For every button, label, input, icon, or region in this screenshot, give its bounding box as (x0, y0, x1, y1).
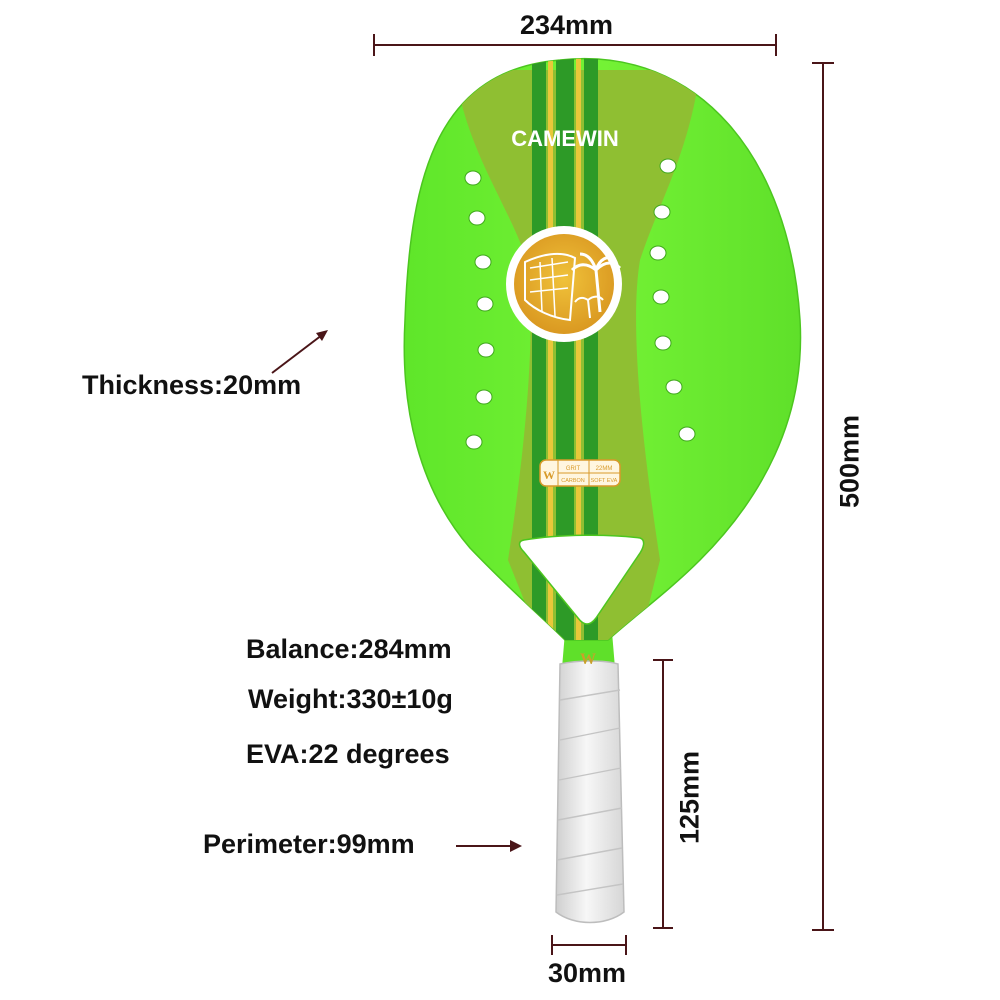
weight-spec: Weight:330±10g (248, 684, 453, 714)
width-dimension-label: 234mm (520, 10, 614, 40)
eva-spec: EVA:22 degrees (246, 739, 450, 769)
handle: W (555, 632, 625, 924)
brand-name: CAMEWIN (511, 126, 619, 151)
handle-width-dimension-label: 30mm (548, 958, 627, 988)
perimeter-spec: Perimeter:99mm (203, 829, 415, 859)
thickness-arrow (271, 330, 328, 374)
svg-text:CARBON: CARBON (561, 478, 585, 484)
paddle-face: CAMEWIN (403, 58, 802, 641)
face-holes (464, 158, 696, 450)
svg-text:SOFT EVA: SOFT EVA (591, 478, 618, 484)
spec-badge: W GRIT 22MM CARBON SOFT EVA (539, 459, 621, 487)
thickness-spec: Thickness:20mm (82, 370, 302, 400)
svg-text:W: W (543, 468, 555, 482)
emblem-icon (506, 226, 622, 342)
dimension-lines (373, 34, 834, 955)
handle-length-dimension-label: 125mm (674, 750, 705, 845)
svg-text:GRIT: GRIT (566, 466, 581, 472)
throat-cutout (518, 534, 645, 625)
perimeter-arrow (456, 840, 522, 852)
balance-spec: Balance:284mm (246, 634, 452, 664)
handle-logo: W (580, 651, 596, 668)
length-dimension-label: 500mm (834, 414, 865, 509)
svg-text:22MM: 22MM (596, 466, 613, 472)
grip-tape (555, 660, 625, 924)
